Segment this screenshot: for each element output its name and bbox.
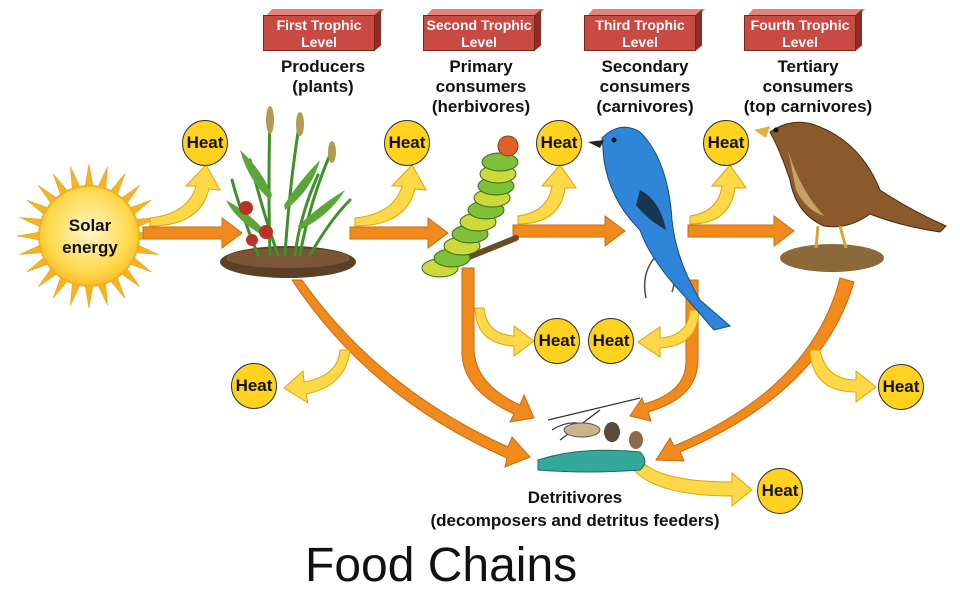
heat-circle-top-waste: Heat <box>878 364 924 410</box>
tertiary-consumers-label: Tertiary consumers (top carnivores) <box>743 57 873 116</box>
third-trophic-level-text: Third Trophic Level <box>584 15 696 51</box>
arrow-producers-to-herbivores <box>349 217 449 249</box>
arrow-carnivores-to-detritivores <box>629 279 699 422</box>
bluebird-icon <box>588 126 732 331</box>
heat-circle-detritivores: Heat <box>757 468 803 514</box>
sun-ray <box>84 283 94 309</box>
arrow-herbivores-to-detritivores <box>461 267 535 423</box>
plants-icon <box>220 106 356 278</box>
arrow-producers-to-detritivores <box>291 279 531 468</box>
heat-circle-producer-waste: Heat <box>231 363 277 409</box>
first-trophic-level-text: First Trophic Level <box>263 15 375 51</box>
sun-icon <box>16 163 162 309</box>
heat-circle-herbivores: Heat <box>384 120 430 166</box>
heat-circle-carnivore-waste: Heat <box>588 318 634 364</box>
diagram-graphics <box>16 106 947 508</box>
heat-arrows <box>149 164 877 508</box>
third-trophic-level-box: Third Trophic Level <box>584 7 706 51</box>
arrow-carnivores-to-top <box>687 215 795 247</box>
decomposers-icon <box>537 397 646 473</box>
detritivores-label: Detritivores (decomposers and detritus f… <box>430 488 720 530</box>
heat-circle-producers: Heat <box>182 120 228 166</box>
solar-energy-label: Solar energy <box>62 216 118 257</box>
caterpillar-segment <box>481 152 519 172</box>
food-chain-diagram: First Trophic Level Second Trophic Level… <box>16 7 947 592</box>
energy-flow-arrows <box>142 215 855 468</box>
heat-circle-top-carnivores: Heat <box>703 120 749 166</box>
fourth-trophic-level-box: Fourth Trophic Level <box>744 7 866 51</box>
second-trophic-level-box: Second Trophic Level <box>423 7 545 51</box>
primary-consumers-label: Primary consumers (herbivores) <box>431 57 531 116</box>
hawk-icon <box>754 121 947 272</box>
arrow-sun-to-producers <box>142 217 243 249</box>
fourth-trophic-level-text: Fourth Trophic Level <box>744 15 856 51</box>
heat-circle-herbivore-waste: Heat <box>534 318 580 364</box>
sun-ray <box>16 231 42 241</box>
arrow-top-to-detritivores <box>655 277 855 462</box>
page-title: Food Chains <box>305 539 578 592</box>
first-trophic-level-box: First Trophic Level <box>263 7 385 51</box>
secondary-consumers-label: Secondary consumers (carnivores) <box>596 57 694 116</box>
heat-circle-carnivores: Heat <box>536 120 582 166</box>
sun-ray <box>84 163 94 189</box>
second-trophic-level-text: Second Trophic Level <box>423 15 535 51</box>
arrow-herbivores-to-carnivores <box>512 215 626 247</box>
caterpillar-icon <box>421 135 519 278</box>
producers-label: Producers (plants) <box>280 57 366 96</box>
